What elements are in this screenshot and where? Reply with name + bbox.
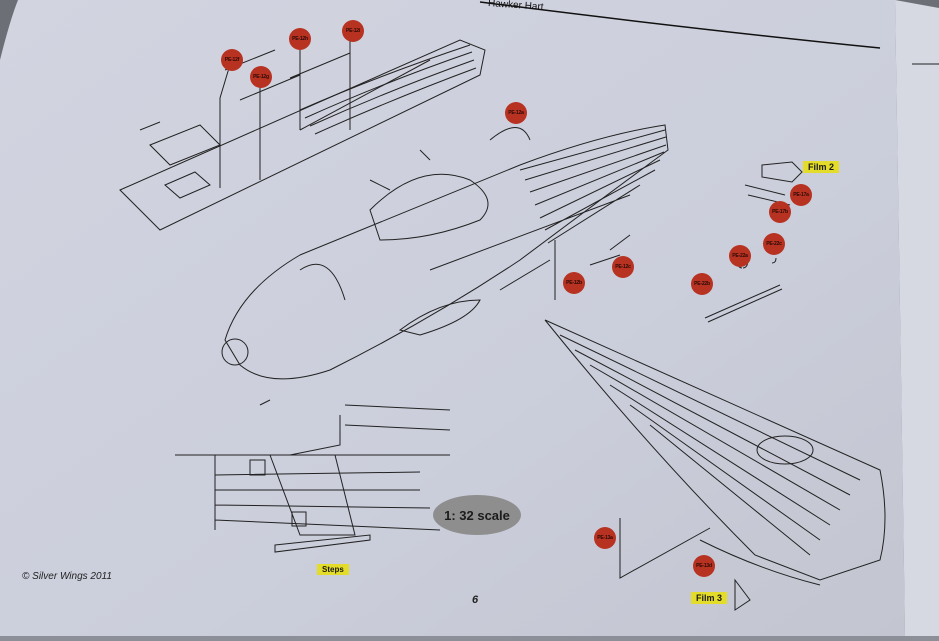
- steps-label: Steps: [317, 564, 349, 575]
- callout-badge: PE-22a: [729, 245, 751, 267]
- callout-badge: PE-13d: [693, 555, 715, 577]
- callout-badge: PE-17a: [790, 184, 812, 206]
- copyright-icon: ©: [22, 571, 30, 582]
- callout-badge: PE-12h: [289, 28, 311, 50]
- callout-badge: PE-17b: [769, 201, 791, 223]
- callout-badge: PE-12a: [505, 102, 527, 124]
- copyright-text: Silver Wings 2011: [32, 571, 112, 582]
- film-3-label: Film 3: [691, 592, 728, 604]
- film-2-label: Film 2: [803, 161, 840, 173]
- scale-badge: 1: 32 scale: [433, 495, 521, 535]
- page-number: 6: [472, 594, 479, 606]
- callout-badge: PE-12f: [221, 49, 243, 71]
- callout-badge: PE-12i: [342, 20, 364, 42]
- callout-badge: PE-12b: [563, 272, 585, 294]
- callout-badge: PE-12g: [250, 66, 272, 88]
- callout-badge: PE-12c: [612, 256, 634, 278]
- callout-badge: PE-22c: [763, 233, 785, 255]
- callout-badge: PE-13a: [594, 527, 616, 549]
- copyright: © Silver Wings 2011: [22, 571, 112, 582]
- callout-badge: PE-22b: [691, 273, 713, 295]
